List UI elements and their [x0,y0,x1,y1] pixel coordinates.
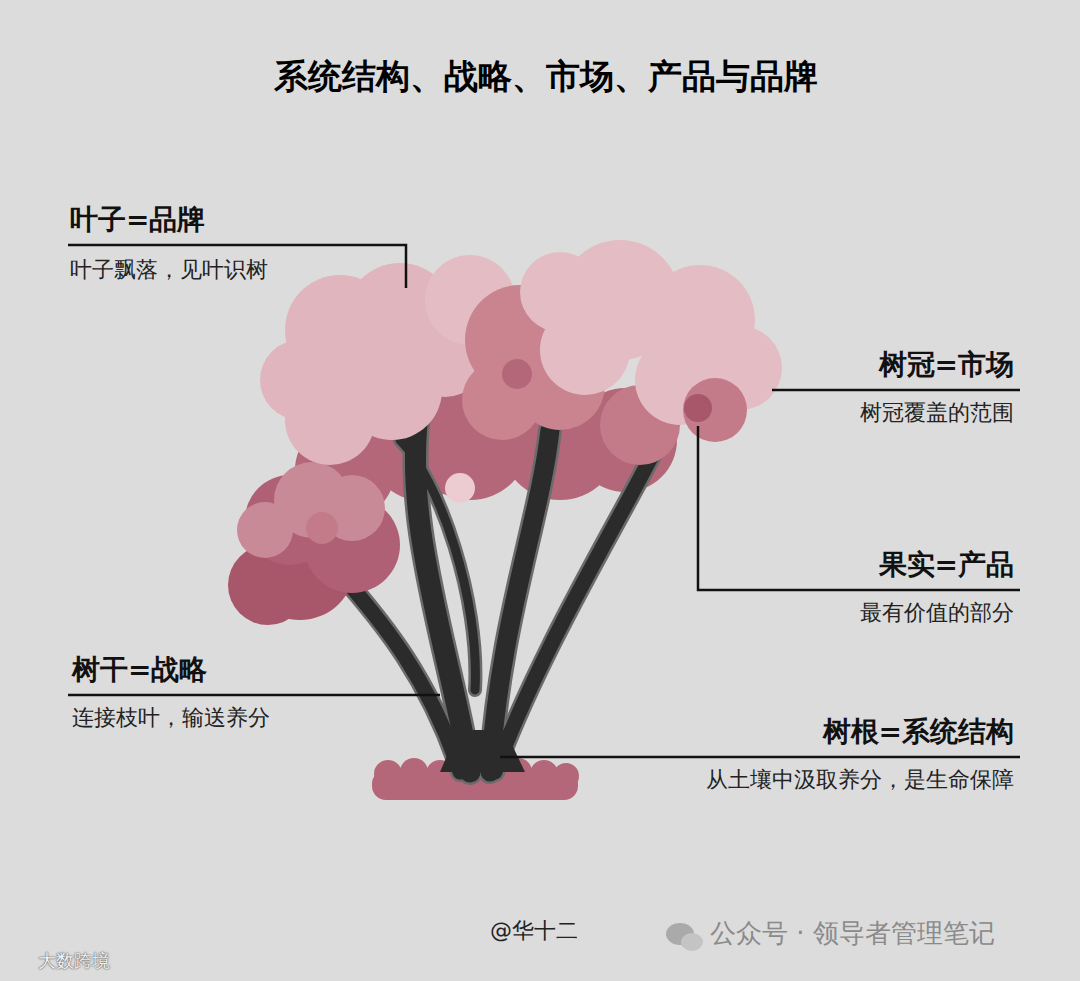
canopy-right [520,240,782,442]
wechat-icon [666,923,703,951]
callout-heading: 树干=战略 [72,653,207,687]
leader-line [68,245,1020,757]
callout-text: 连接枝叶，输送养分 [72,705,270,731]
callout-heading: 叶子=品牌 [70,203,205,237]
callout-heading: 树根=系统结构 [823,715,1014,749]
canopy-left [228,462,400,625]
watermark: 公众号 · 领导者管理笔记 [710,918,995,949]
fruit [306,359,712,544]
callout-text: 从土壤中汲取养分，是生命保障 [706,767,1014,793]
callout-text: 叶子飘落，见叶识树 [70,257,268,283]
callout-text: 树冠覆盖的范围 [860,400,1014,426]
watermark: 大数跨境 [38,950,110,972]
author-credit: @华十二 [490,918,578,944]
callout-heading: 树冠=市场 [879,348,1014,382]
callout-text: 最有价值的部分 [860,600,1014,626]
callout-heading: 果实=产品 [879,548,1014,582]
title: 系统结构、战略、市场、产品与品牌 [6,56,1080,97]
tree-trunk [330,400,660,772]
